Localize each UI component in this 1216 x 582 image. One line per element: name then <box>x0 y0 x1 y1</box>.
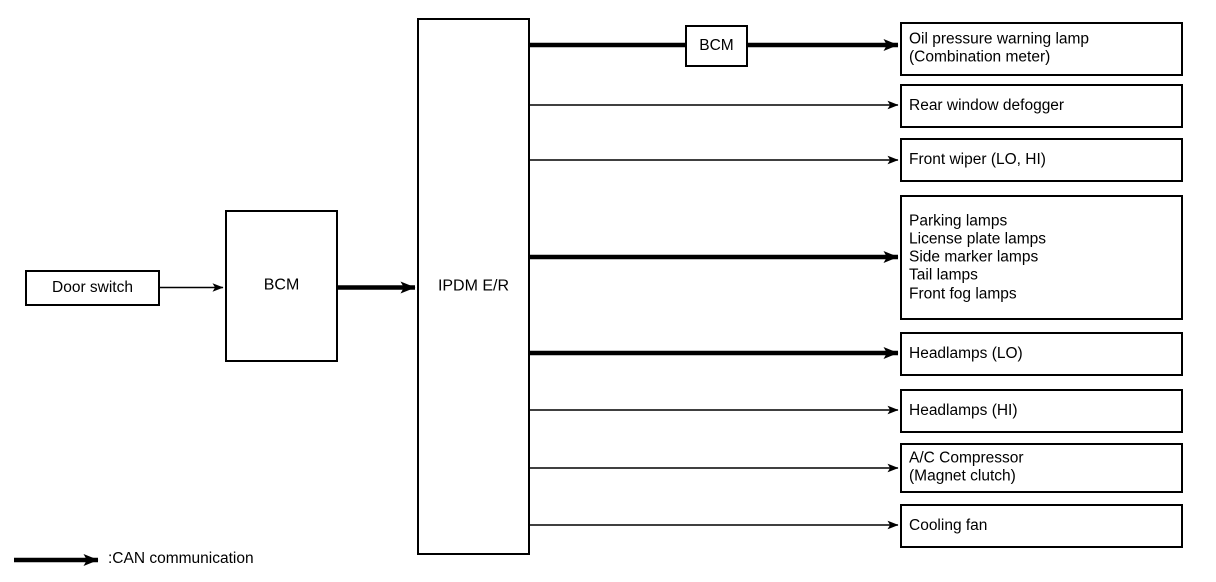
node-output-label: Cooling fan <box>909 516 988 534</box>
node-output-label: Headlamps (LO) <box>909 344 1023 362</box>
node-output-parking-lamps-group[interactable]: Parking lamps License plate lamps Side m… <box>900 195 1183 320</box>
node-bcm-mid[interactable]: BCM <box>685 25 748 67</box>
legend-can-communication-text: :CAN communication <box>108 550 254 567</box>
node-output-headlamps-lo[interactable]: Headlamps (LO) <box>900 332 1183 376</box>
node-output-front-wiper[interactable]: Front wiper (LO, HI) <box>900 138 1183 182</box>
node-output-label: Front wiper (LO, HI) <box>909 150 1046 168</box>
node-output-headlamps-hi[interactable]: Headlamps (HI) <box>900 389 1183 433</box>
node-output-label: Parking lamps License plate lamps Side m… <box>909 211 1046 302</box>
node-output-rear-window-defogger[interactable]: Rear window defogger <box>900 84 1183 128</box>
node-bcm-mid-label: BCM <box>699 36 734 54</box>
node-door-switch[interactable]: Door switch <box>25 270 160 306</box>
node-output-label: Oil pressure warning lamp (Combination m… <box>909 30 1090 66</box>
node-output-label: Headlamps (HI) <box>909 401 1018 419</box>
node-output-oil-pressure-warning-lamp[interactable]: Oil pressure warning lamp (Combination m… <box>900 22 1183 76</box>
node-output-ac-compressor[interactable]: A/C Compressor (Magnet clutch) <box>900 443 1183 493</box>
node-output-label: Rear window defogger <box>909 96 1065 114</box>
node-ipdm-er-label: IPDM E/R <box>437 277 510 295</box>
node-output-cooling-fan[interactable]: Cooling fan <box>900 504 1183 548</box>
node-output-label: A/C Compressor (Magnet clutch) <box>909 449 1024 485</box>
node-bcm-left[interactable]: BCM <box>225 210 338 362</box>
node-bcm-left-label: BCM <box>263 276 300 294</box>
node-ipdm-er[interactable]: IPDM E/R <box>417 18 530 555</box>
node-door-switch-label: Door switch <box>52 278 133 296</box>
